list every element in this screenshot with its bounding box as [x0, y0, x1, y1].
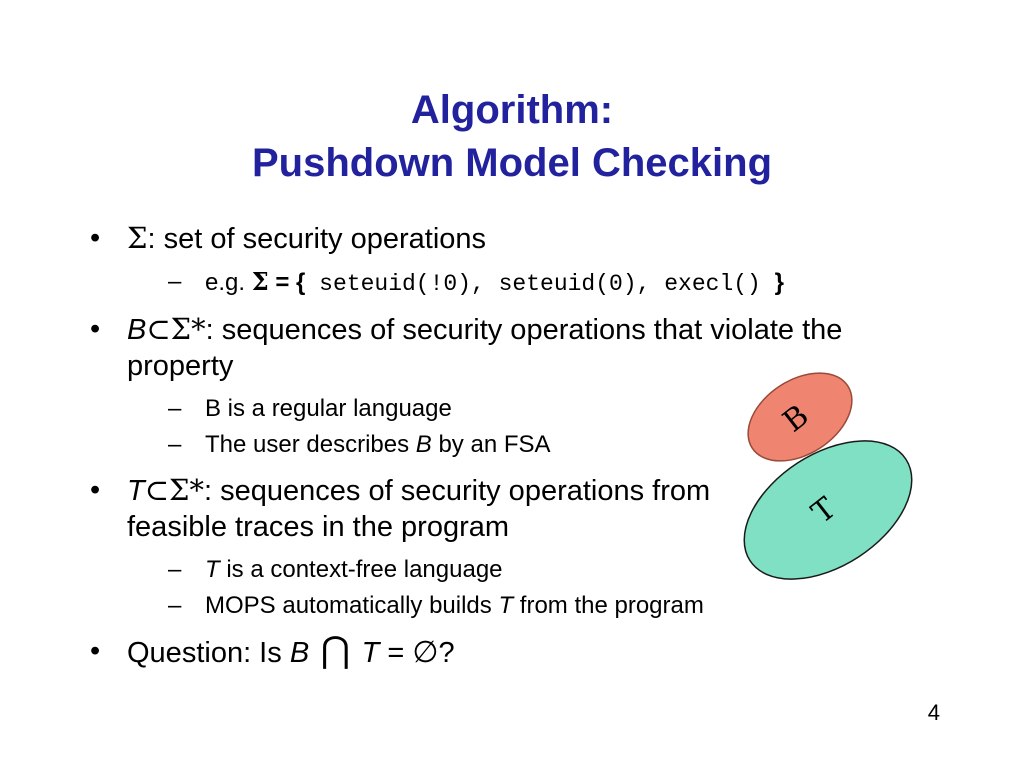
t-variable: T — [361, 637, 380, 669]
sub-bullet-mops: – MOPS automatically builds T from the p… — [168, 589, 960, 623]
closing-brace: } — [774, 269, 784, 296]
question-mark: ? — [438, 637, 455, 669]
sub-text-post: is a context-free language — [219, 556, 503, 583]
bullet-marker: • — [90, 635, 101, 667]
code-snippet: seteuid(!0), seteuid(0), execl() — [305, 271, 775, 297]
sub-bullet-text: MOPS automatically builds T from the pro… — [205, 589, 704, 623]
empty-set-symbol: ∅ — [412, 635, 439, 670]
venn-ellipse-b — [747, 372, 853, 462]
sub-bullet-text: T is a context-free language — [205, 553, 503, 587]
sub-bullet-context-free: – T is a context-free language — [168, 553, 960, 587]
bullet-text-rest: : sequences of security operations from … — [127, 475, 711, 543]
bullet-text: T⊂Σ*: sequences of security operations f… — [127, 472, 727, 545]
sub-text-post: from the program — [513, 592, 704, 619]
sub-bullet-text: e.g. Σ = { seteuid(!0), seteuid(0), exec… — [205, 265, 784, 301]
sub-text-post: by an FSA — [431, 431, 551, 458]
dash-marker: – — [168, 556, 182, 583]
dash-marker: – — [168, 395, 182, 422]
title-line-2: Pushdown Model Checking — [251, 140, 773, 185]
subset-sigma-star: ⊂Σ* — [144, 473, 205, 507]
question-pre: Question: Is — [127, 637, 290, 669]
sub-bullet-regular-language: – B is a regular language — [168, 392, 960, 426]
subset-sigma-star: ⊂Σ* — [146, 312, 206, 346]
b-variable: B — [415, 431, 432, 458]
sub-bullet-example: – e.g. Σ = { seteuid(!0), seteuid(0), ex… — [168, 265, 960, 301]
venn-diagram: B T — [743, 372, 913, 580]
b-variable: B — [289, 637, 310, 669]
dash-marker: – — [168, 592, 182, 619]
dash-marker: – — [168, 268, 182, 295]
venn-ellipse-t — [743, 440, 913, 580]
page-number: 4 — [927, 700, 940, 725]
bullet-item-question: • Question: Is B ⋂ T = ∅? — [90, 633, 960, 671]
sub-text-pre: MOPS automatically builds — [205, 592, 499, 619]
t-variable: T — [498, 592, 514, 619]
b-variable: B — [127, 314, 147, 346]
eg-label: e.g. — [205, 269, 252, 296]
bullet-marker: • — [90, 222, 101, 254]
bullet-text: Question: Is B ⋂ T = ∅? — [127, 633, 455, 671]
intersection-symbol: ⋂ — [309, 630, 362, 671]
bullet-marker: • — [90, 313, 101, 345]
t-variable: T — [127, 475, 145, 507]
bullet-text-rest: : sequences of security operations that … — [127, 314, 843, 382]
bullet-item-sigma: • Σ: set of security operations — [90, 220, 960, 257]
bullet-marker: • — [90, 474, 101, 506]
bullet-list: • Σ: set of security operations – e.g. Σ… — [90, 220, 960, 679]
bullet-item-b: • B⊂Σ*: sequences of security operations… — [90, 311, 960, 384]
dash-marker: – — [168, 431, 182, 458]
sub-bullet-text: The user describes B by an FSA — [205, 428, 551, 462]
bullet-text: Σ: set of security operations — [127, 220, 486, 257]
t-variable: T — [205, 556, 220, 583]
bullet-text: B⊂Σ*: sequences of security operations t… — [127, 311, 897, 384]
sub-text-pre: The user describes — [205, 431, 416, 458]
sigma-symbol: Σ — [127, 221, 148, 255]
title-line-1: Algorithm: — [410, 88, 614, 132]
sub-bullet-text: B is a regular language — [205, 395, 452, 422]
bullet-text-rest: : set of security operations — [147, 223, 487, 255]
bullet-item-t: • T⊂Σ*: sequences of security operations… — [90, 472, 960, 545]
sub-bullet-fsa: – The user describes B by an FSA — [168, 428, 960, 462]
slide-title: Algorithm: Pushdown Model Checking — [0, 84, 1024, 190]
sigma-symbol: Σ — [251, 267, 269, 296]
equals-brace: = { — [268, 269, 306, 296]
equals-sign: = — [379, 637, 413, 669]
